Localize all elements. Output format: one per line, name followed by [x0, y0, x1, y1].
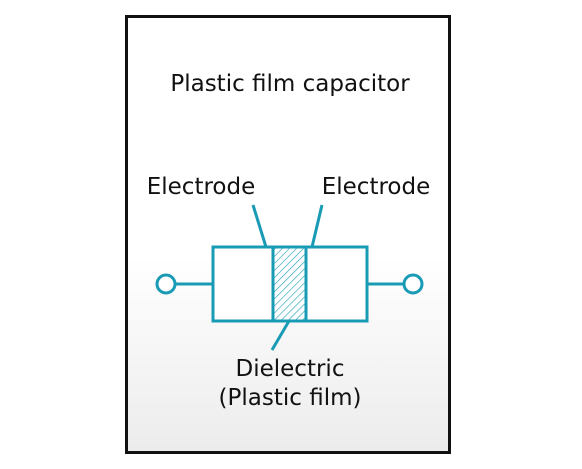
terminal-left: [155, 273, 177, 295]
dielectric-label: Dielectric: [236, 356, 345, 382]
terminal-right: [402, 273, 424, 295]
leader-line-dielectric: [270, 320, 291, 351]
dielectric-film: [271, 245, 308, 323]
electrode-label-right: Electrode: [322, 174, 431, 200]
dielectric-sublabel: (Plastic film): [219, 385, 362, 411]
electrode-label-left: Electrode: [147, 174, 256, 200]
diagram-title: Plastic film capacitor: [170, 71, 410, 97]
leader-line-left: [251, 204, 268, 248]
diagram-frame: [125, 15, 451, 454]
leader-line-right: [310, 204, 324, 248]
